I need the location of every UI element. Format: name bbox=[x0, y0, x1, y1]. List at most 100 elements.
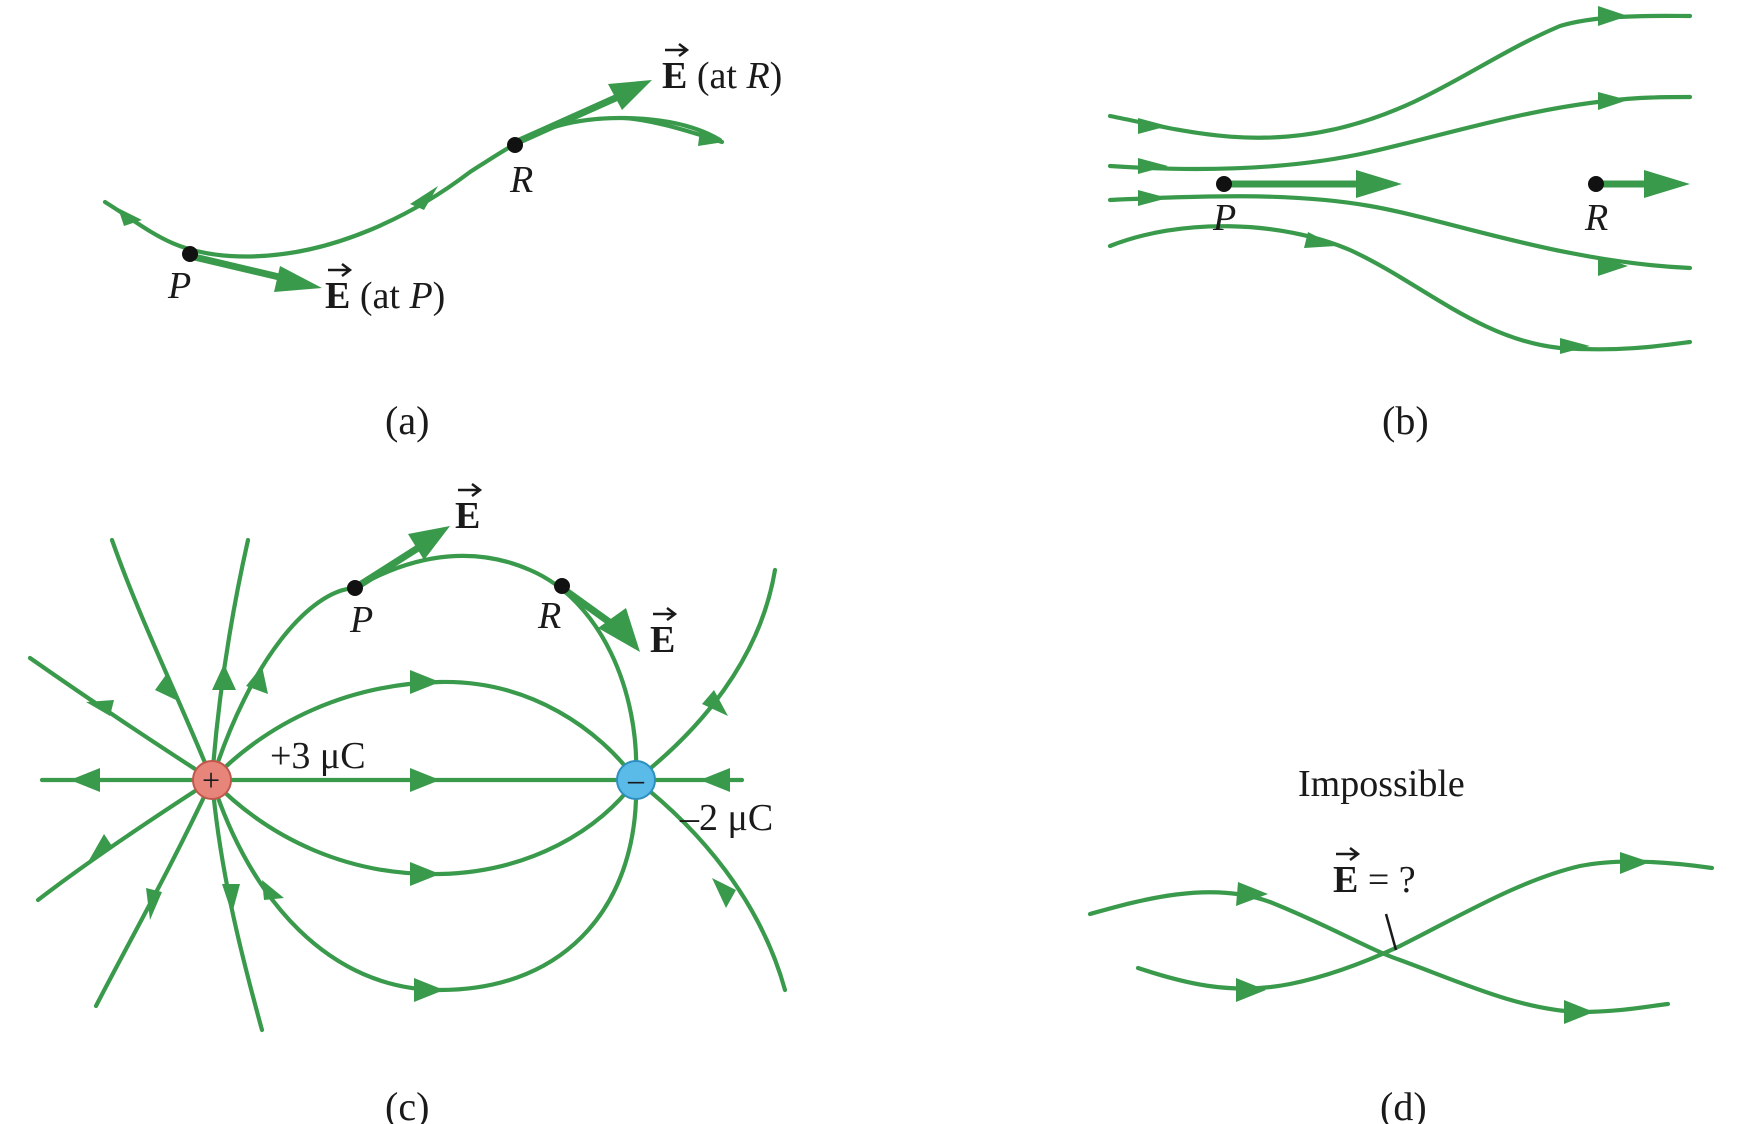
direction-arrow bbox=[700, 768, 730, 792]
direction-arrow bbox=[1138, 190, 1168, 206]
panel-c: P R E E + – +3 μC –2 μC (c) bbox=[27, 483, 788, 1124]
e-label-prefix: (at bbox=[687, 55, 746, 97]
direction-arrow bbox=[410, 768, 440, 792]
svg-text:E = ?: E = ? bbox=[1333, 859, 1416, 901]
e-question-label: E = ? bbox=[1333, 847, 1416, 901]
e-vector-at-r-head bbox=[608, 80, 652, 110]
field-line bbox=[102, 115, 723, 259]
direction-arrow bbox=[262, 880, 284, 900]
field-line bbox=[1107, 224, 1693, 352]
e-label-p: E bbox=[455, 483, 483, 537]
positive-charge-label: +3 μC bbox=[270, 735, 366, 777]
direction-arrow bbox=[1138, 118, 1168, 134]
negative-charge-label: –2 μC bbox=[679, 797, 773, 839]
direction-arrow bbox=[410, 862, 440, 886]
direction-arrow bbox=[155, 672, 176, 700]
e-vector-at-p-head bbox=[1356, 170, 1402, 198]
direction-arrow bbox=[1564, 1000, 1594, 1024]
svg-text:E: E bbox=[650, 619, 675, 661]
field-line bbox=[209, 777, 639, 877]
direction-arrow bbox=[1138, 158, 1168, 174]
direction-arrow bbox=[146, 888, 162, 920]
point-r-label: R bbox=[537, 595, 561, 637]
field-line bbox=[209, 537, 251, 783]
e-vector-at-r bbox=[513, 92, 622, 147]
e-vector-at-p bbox=[189, 252, 293, 284]
caption-d: (d) bbox=[1380, 1084, 1427, 1124]
e-vector-at-r-head bbox=[1644, 170, 1690, 198]
e-vector-at-p-head bbox=[408, 526, 450, 560]
point-p bbox=[182, 246, 198, 262]
e-label-point: P bbox=[408, 275, 432, 317]
point-r bbox=[1588, 176, 1604, 192]
field-line bbox=[633, 567, 778, 783]
direction-arrow bbox=[698, 130, 724, 146]
field-line bbox=[35, 777, 215, 903]
e-label-r: E bbox=[650, 607, 678, 661]
field-line bbox=[109, 537, 215, 783]
svg-text:E (at R): E (at R) bbox=[662, 55, 782, 97]
field-line bbox=[27, 655, 215, 783]
field-line bbox=[1087, 890, 1671, 1015]
direction-arrow bbox=[1236, 882, 1268, 906]
e-label-suffix: ) bbox=[433, 275, 446, 317]
direction-arrow bbox=[410, 670, 440, 694]
field-line bbox=[633, 777, 788, 993]
e-at-p-label: E (at P) bbox=[325, 263, 445, 317]
point-p bbox=[347, 580, 363, 596]
leader-line bbox=[1384, 913, 1398, 951]
vector-arrow-accent bbox=[665, 43, 690, 57]
direction-arrow bbox=[1598, 6, 1628, 26]
question-suffix: = ? bbox=[1358, 859, 1415, 901]
direction-arrow bbox=[1560, 338, 1590, 354]
direction-arrow bbox=[414, 978, 444, 1002]
point-r-label: R bbox=[509, 159, 533, 201]
direction-arrow bbox=[1620, 852, 1650, 874]
direction-arrow bbox=[1598, 256, 1628, 276]
panel-b: P R (b) bbox=[1107, 6, 1693, 443]
positive-charge bbox=[192, 760, 232, 800]
e-symbol: E bbox=[1333, 859, 1358, 901]
e-vector-at-p bbox=[353, 545, 420, 591]
direction-arrow bbox=[712, 878, 736, 908]
point-p-label: P bbox=[349, 599, 373, 641]
direction-arrow bbox=[88, 834, 112, 862]
direction-arrow bbox=[70, 768, 100, 792]
svg-text:E (at P): E (at P) bbox=[325, 275, 445, 317]
point-r-label: R bbox=[1584, 197, 1608, 239]
field-line bbox=[1135, 859, 1715, 991]
panel-a: P R E (at P) E (at R) (a) bbox=[102, 43, 782, 443]
direction-arrow bbox=[222, 884, 240, 914]
caption-c: (c) bbox=[385, 1084, 429, 1124]
e-label-suffix: ) bbox=[770, 55, 783, 97]
negative-charge-sign: – bbox=[627, 761, 645, 797]
vector-arrow-accent bbox=[328, 263, 353, 277]
e-symbol: E bbox=[662, 55, 687, 97]
point-p-label: P bbox=[1212, 197, 1236, 239]
direction-arrow bbox=[1598, 92, 1628, 110]
vector-arrow-accent bbox=[653, 607, 678, 621]
e-vector-at-r bbox=[559, 585, 615, 627]
point-r bbox=[507, 137, 523, 153]
caption-b: (b) bbox=[1382, 398, 1429, 443]
svg-text:E: E bbox=[455, 495, 480, 537]
field-line bbox=[1107, 94, 1693, 172]
e-label-point: R bbox=[745, 55, 769, 97]
point-p-label: P bbox=[167, 265, 191, 307]
e-vector-at-r-head bbox=[598, 608, 640, 652]
direction-arrow bbox=[86, 700, 114, 716]
direction-arrow bbox=[702, 690, 728, 716]
impossible-title: Impossible bbox=[1298, 763, 1465, 805]
point-r bbox=[554, 578, 570, 594]
direction-arrow bbox=[1236, 978, 1266, 1002]
e-symbol: E bbox=[325, 275, 350, 317]
direction-arrow bbox=[212, 664, 236, 690]
e-vector-at-p-head bbox=[274, 266, 322, 292]
panel-d: Impossible E = ? (d) bbox=[1087, 763, 1715, 1124]
direction-arrow bbox=[246, 666, 268, 694]
field-line bbox=[209, 777, 639, 993]
caption-a: (a) bbox=[385, 398, 429, 443]
field-line bbox=[1107, 194, 1693, 271]
direction-arrow bbox=[1304, 232, 1336, 248]
